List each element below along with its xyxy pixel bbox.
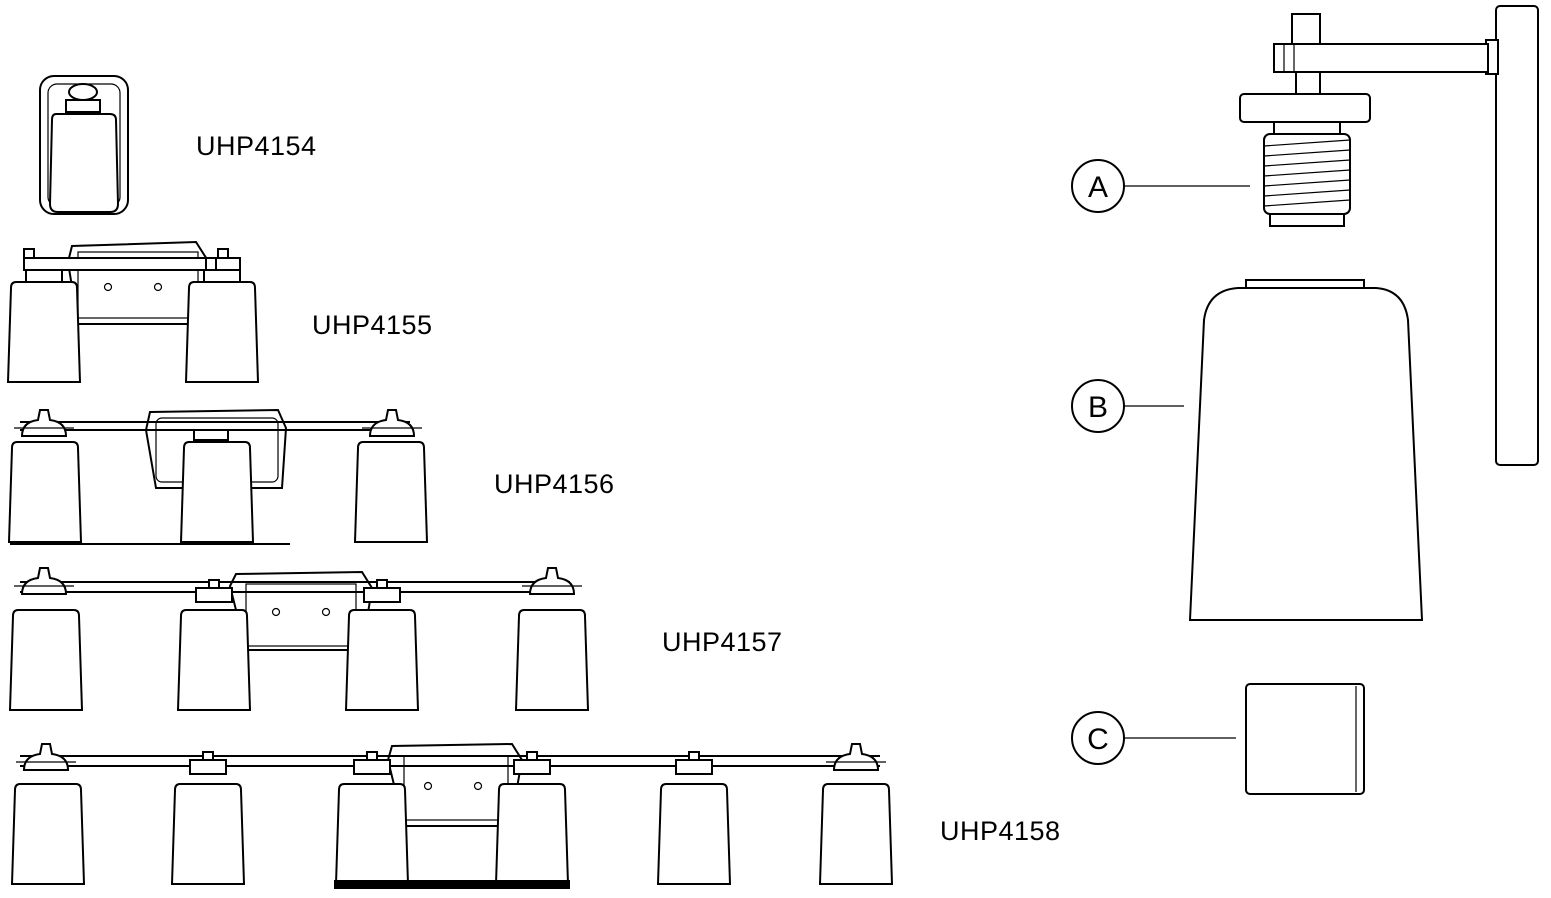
svg-text:B: B xyxy=(1088,391,1108,424)
fixture-uhp4156 xyxy=(8,408,428,545)
model-label-uhp4158: UHP4158 xyxy=(940,816,1061,846)
svg-text:A: A xyxy=(1088,171,1108,204)
fixture-uhp4157 xyxy=(9,567,589,711)
model-label-uhp4156: UHP4156 xyxy=(494,469,615,499)
model-label-uhp4155: UHP4155 xyxy=(312,310,433,340)
model-label-uhp4157: UHP4157 xyxy=(662,627,783,657)
fixture-uhp4154 xyxy=(39,75,129,215)
fixture-uhp4158 xyxy=(11,742,893,889)
exploded-view xyxy=(1124,5,1539,795)
fixture-uhp4155 xyxy=(7,240,259,383)
svg-text:C: C xyxy=(1087,723,1109,756)
callout-b: B xyxy=(1071,379,1125,433)
model-label-uhp4154: UHP4154 xyxy=(196,131,317,161)
callout-c: C xyxy=(1071,711,1125,765)
callout-a: A xyxy=(1071,159,1125,213)
